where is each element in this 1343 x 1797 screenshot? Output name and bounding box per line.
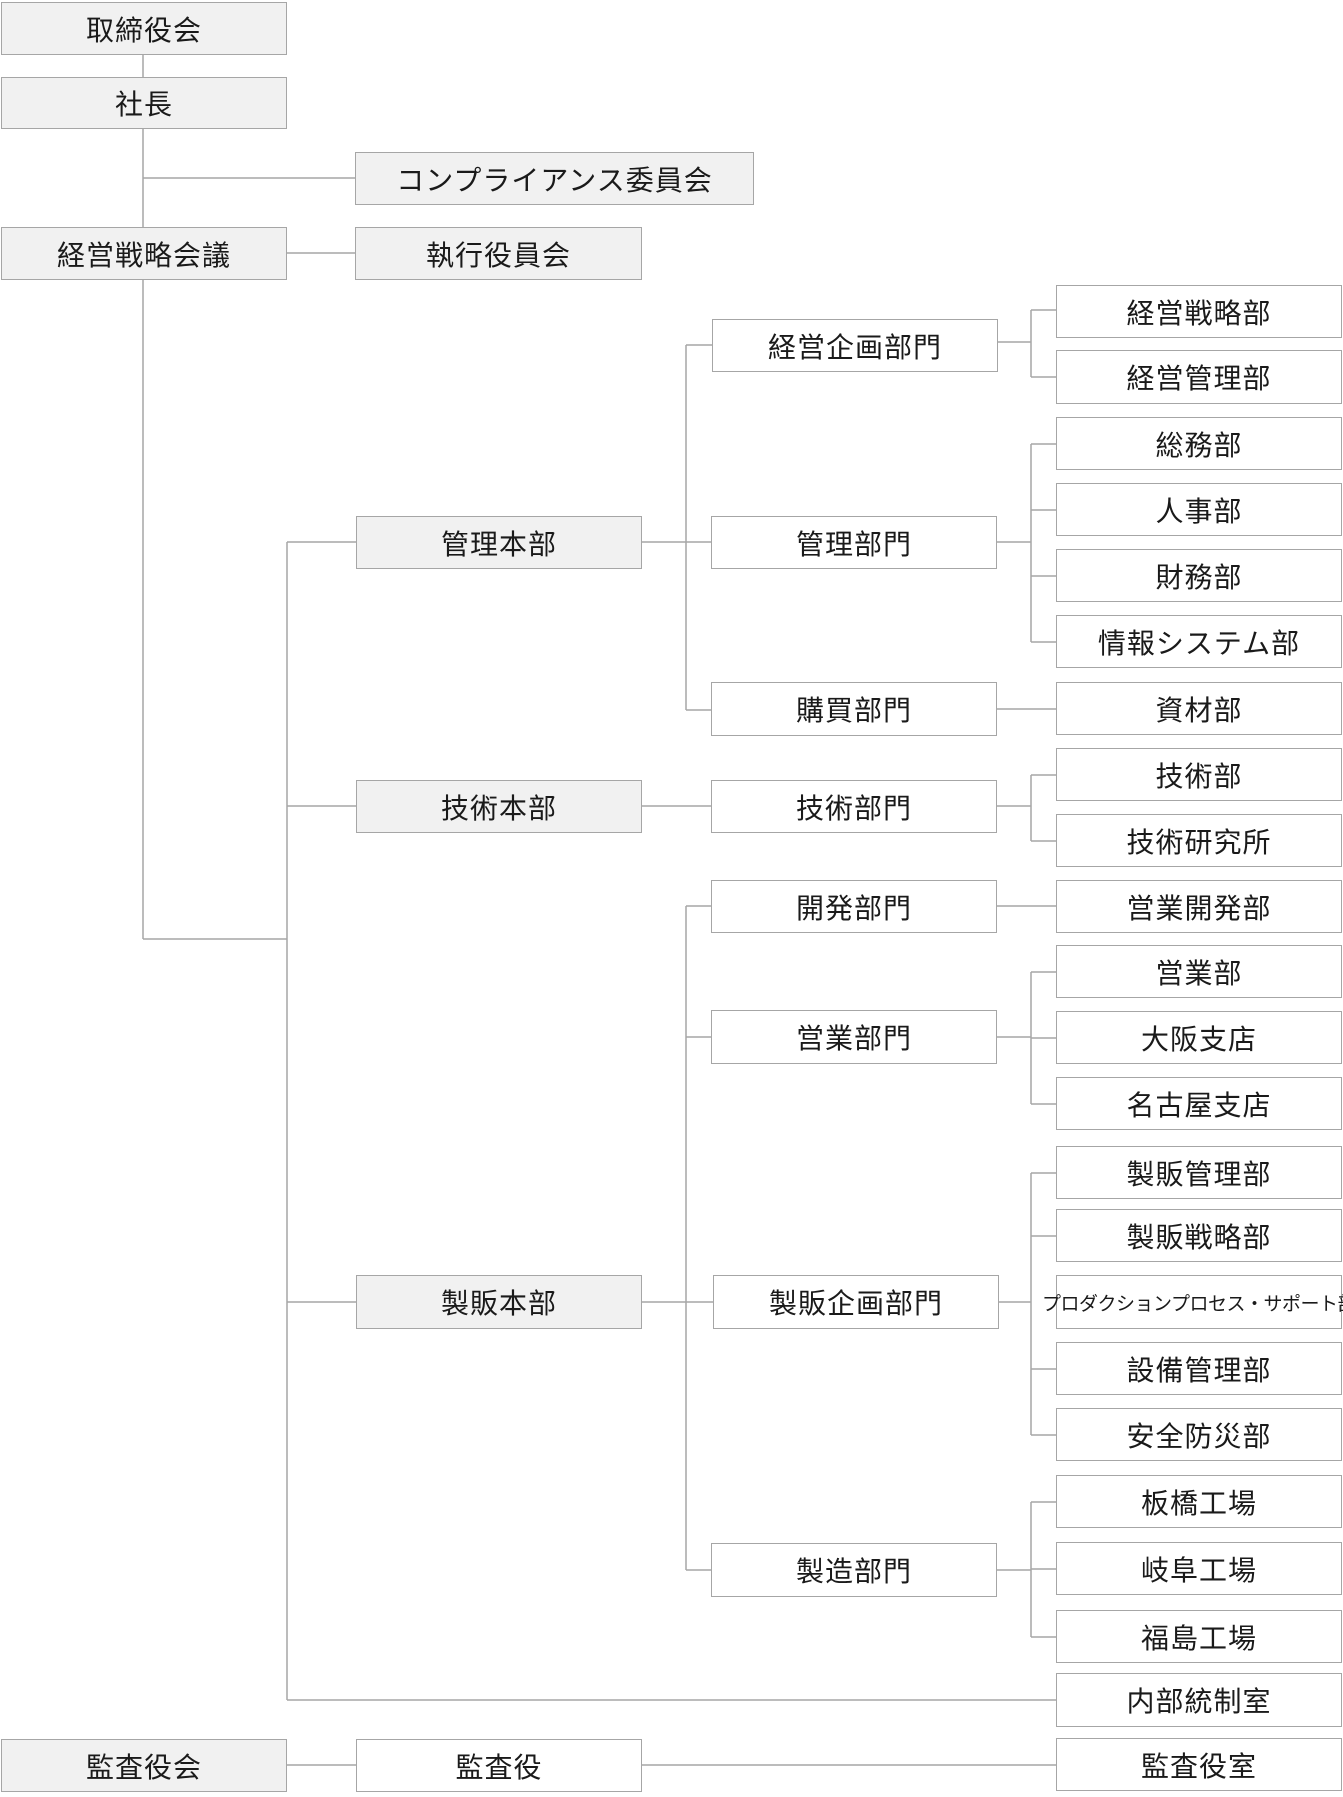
div-tech-box: 技術部門 — [711, 780, 997, 833]
compliance-committee-box: コンプライアンス委員会 — [355, 152, 754, 205]
dept-tech-box: 技術部 — [1056, 748, 1342, 801]
board-box: 取締役会 — [1, 2, 287, 55]
dept-materials-box: 資材部 — [1056, 682, 1342, 735]
div-manufacturing-box: 製造部門 — [711, 1543, 997, 1597]
dept-facility-box: 設備管理部 — [1056, 1342, 1342, 1395]
dept-mgmt-admin-box: 経営管理部 — [1056, 350, 1342, 404]
internal-control-box: 内部統制室 — [1056, 1673, 1342, 1727]
auditor-office-box: 監査役室 — [1056, 1738, 1342, 1791]
dept-sales-box: 営業部 — [1056, 945, 1342, 998]
dept-hr-box: 人事部 — [1056, 483, 1342, 536]
president-box: 社長 — [1, 77, 287, 129]
div-development-box: 開発部門 — [711, 880, 997, 933]
audit-board-box: 監査役会 — [1, 1739, 287, 1792]
dept-sales-dev-box: 営業開発部 — [1056, 880, 1342, 933]
dept-nagoya-box: 名古屋支店 — [1056, 1077, 1342, 1130]
dept-gifu-box: 岐阜工場 — [1056, 1542, 1342, 1595]
dept-finance-box: 財務部 — [1056, 549, 1342, 602]
dept-production-support-box: プロダクションプロセス・サポート部 — [1042, 1275, 1343, 1329]
div-sales-box: 営業部門 — [711, 1010, 997, 1064]
hq-admin-box: 管理本部 — [356, 516, 642, 569]
div-sales-planning-box: 製販企画部門 — [713, 1275, 999, 1329]
dept-research-box: 技術研究所 — [1056, 814, 1342, 867]
auditor-box: 監査役 — [356, 1739, 642, 1792]
dept-fukushima-box: 福島工場 — [1056, 1610, 1342, 1663]
dept-itabashi-box: 板橋工場 — [1056, 1475, 1342, 1528]
dept-general-affairs-box: 総務部 — [1056, 417, 1342, 470]
dept-it-box: 情報システム部 — [1056, 615, 1342, 668]
div-purchasing-box: 購買部門 — [711, 682, 997, 736]
strategy-meeting-box: 経営戦略会議 — [1, 227, 287, 280]
dept-ps-admin-box: 製販管理部 — [1056, 1146, 1342, 1199]
dept-safety-box: 安全防災部 — [1056, 1408, 1342, 1461]
hq-tech-box: 技術本部 — [356, 780, 642, 833]
dept-osaka-box: 大阪支店 — [1056, 1011, 1342, 1064]
div-admin-box: 管理部門 — [711, 516, 997, 569]
exec-committee-box: 執行役員会 — [355, 227, 642, 280]
div-mgmt-planning-box: 経営企画部門 — [712, 319, 998, 372]
hq-sales-box: 製販本部 — [356, 1275, 642, 1329]
dept-ps-strategy-box: 製販戦略部 — [1056, 1209, 1342, 1262]
dept-mgmt-strategy-box: 経営戦略部 — [1056, 285, 1342, 338]
